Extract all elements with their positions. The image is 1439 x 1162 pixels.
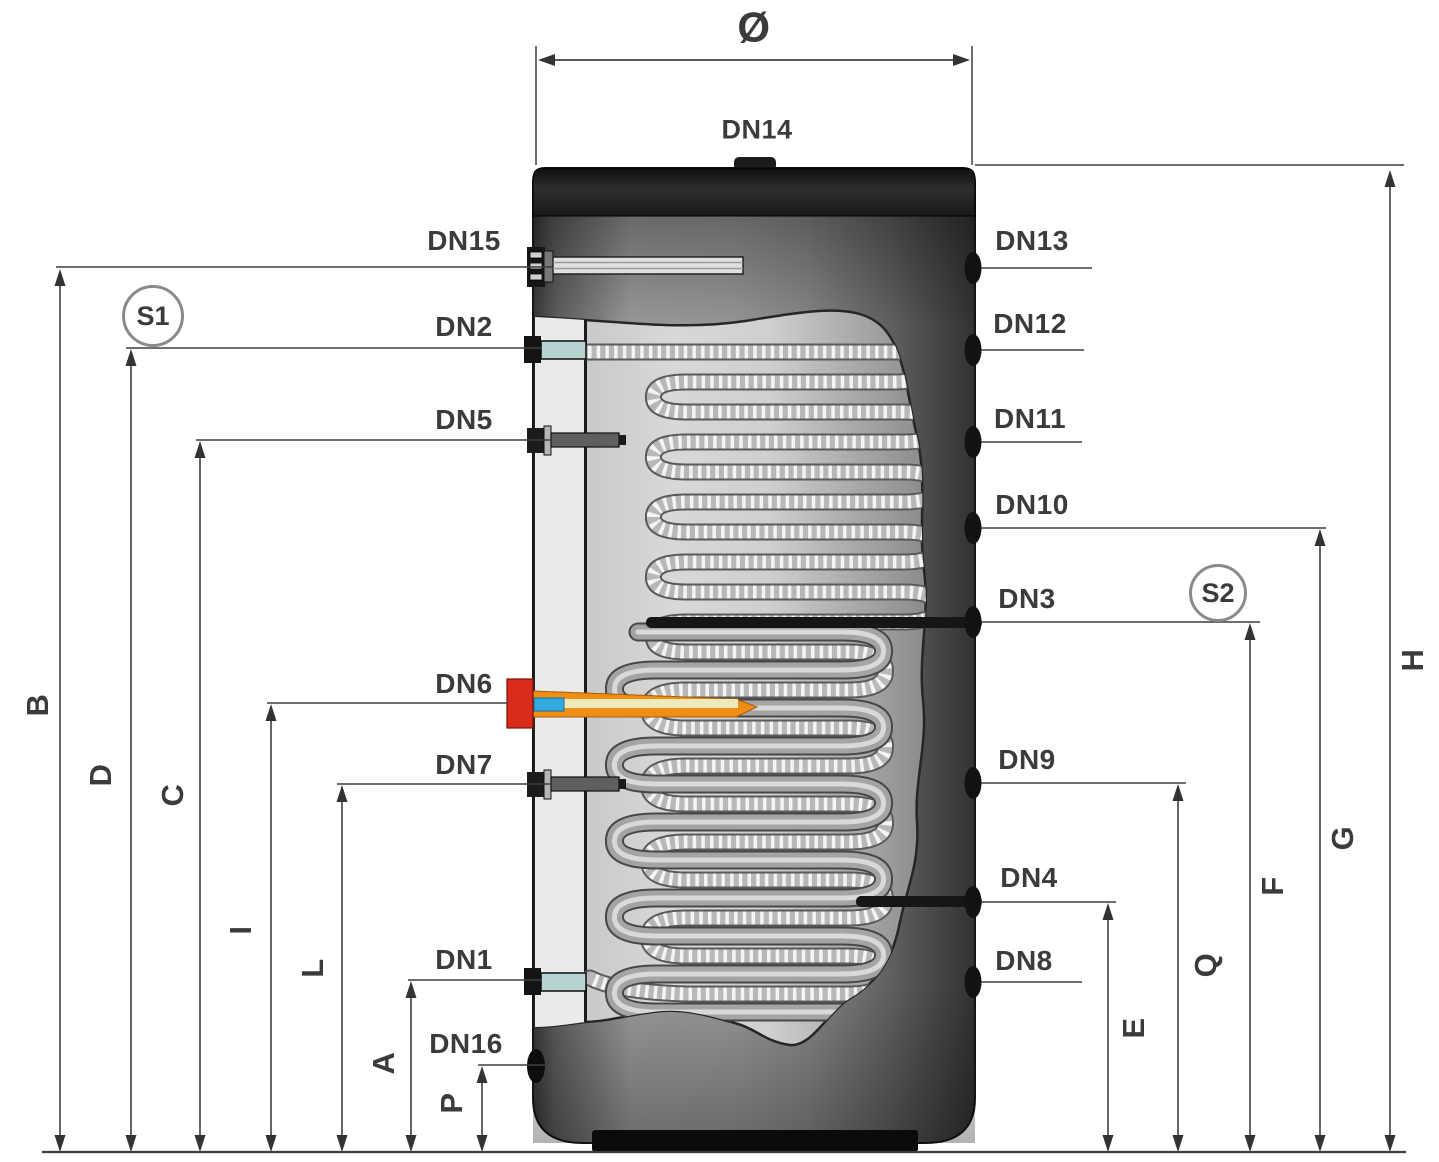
arrow-down-E (1102, 1135, 1114, 1152)
arrow-up-P (476, 1066, 488, 1083)
arrow-up-A (405, 981, 417, 998)
port-label-dn9: DN9 (998, 744, 1056, 775)
dim-label-i: I (223, 925, 258, 935)
pipe-dn4 (856, 896, 982, 907)
arrow-down-A (405, 1135, 417, 1152)
electric-heater-dn6 (506, 678, 759, 729)
dim-label-l: L (295, 958, 330, 978)
arrow-right-dia (953, 54, 970, 66)
arrow-up-B (54, 269, 66, 286)
tank-plinth (592, 1130, 918, 1152)
dim-label-q: Q (1188, 952, 1223, 978)
dim-label-c: C (155, 783, 190, 807)
diameter-symbol: Ø (737, 4, 771, 51)
arrow-left-dia (538, 54, 555, 66)
sensor-label-s1: S1 (136, 300, 170, 331)
dim-label-f: F (1255, 876, 1290, 896)
arrow-down-H (1384, 1135, 1396, 1152)
port-label-dn10: DN10 (995, 489, 1069, 520)
pipe-dn1 (524, 968, 587, 995)
port-label-dn11: DN11 (993, 403, 1067, 434)
stub-dn16 (527, 1049, 545, 1083)
port-label-dn7: DN7 (435, 749, 493, 780)
port-label-dn5: DN5 (435, 404, 493, 435)
arrow-up-I (265, 704, 277, 721)
arrow-up-C (194, 441, 206, 458)
dim-label-g: G (1325, 825, 1360, 851)
right-port-stubs (964, 252, 982, 998)
arrow-down-Q (1172, 1135, 1184, 1152)
dim-label-p: P (434, 1092, 469, 1114)
port-label-dn3: DN3 (998, 583, 1056, 614)
arrow-down-G (1314, 1135, 1326, 1152)
dim-label-d: D (83, 763, 118, 787)
port-label-dn13: DN13 (995, 225, 1069, 256)
port-label-dn6: DN6 (435, 668, 493, 699)
dim-label-a: A (366, 1051, 401, 1075)
arrow-up-E (1102, 903, 1114, 920)
inner-wall-strip (535, 315, 586, 1029)
arrow-up-H (1384, 170, 1396, 187)
port-label-dn2: DN2 (435, 311, 493, 342)
port-label-dn15: DN15 (427, 225, 501, 256)
arrow-down-F (1244, 1135, 1256, 1152)
port-label-dn8: DN8 (995, 945, 1053, 976)
port-label-dn1: DN1 (435, 944, 493, 975)
dim-label-b: B (20, 693, 55, 717)
sensor-badge-s2: S2 (1189, 564, 1247, 622)
arrow-down-C (194, 1135, 206, 1152)
arrow-down-I (265, 1135, 277, 1152)
port-label-dn12: DN12 (993, 308, 1067, 339)
arrow-down-L (336, 1135, 348, 1152)
arrow-up-G (1314, 529, 1326, 546)
pipe-dn2 (524, 336, 587, 363)
dimension-layer (42, 46, 1406, 1154)
arrow-up-F (1244, 623, 1256, 640)
port-label-dn14: DN14 (721, 114, 793, 145)
arrow-up-D (125, 349, 137, 366)
pipe-dn3 (646, 617, 982, 628)
dim-label-h: H (1395, 648, 1430, 672)
arrow-up-L (336, 785, 348, 802)
port-label-dn4: DN4 (1000, 862, 1058, 893)
arrow-down-P (476, 1135, 488, 1152)
arrow-down-B (54, 1135, 66, 1152)
sensor-label-s2: S2 (1201, 577, 1235, 608)
sensor-badge-s1: S1 (122, 285, 184, 347)
dim-label-e: E (1116, 1017, 1151, 1039)
arrow-up-Q (1172, 784, 1184, 801)
port-label-dn16: DN16 (429, 1028, 503, 1059)
arrow-down-D (125, 1135, 137, 1152)
tank-cap (532, 167, 976, 217)
